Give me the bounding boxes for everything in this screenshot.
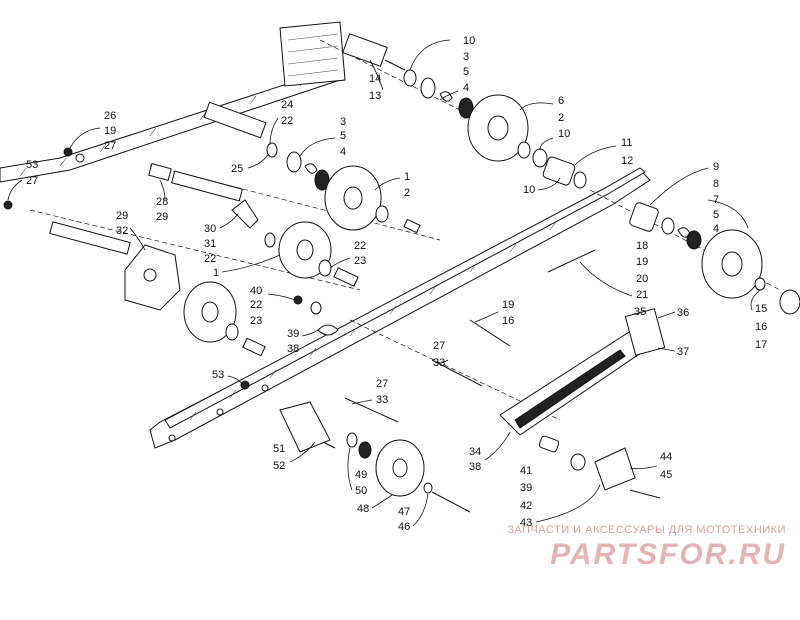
callout: 23 [250,315,262,327]
callout: 1 [213,267,219,279]
callout: 5 [713,209,719,221]
callout: 39 [520,482,532,494]
callout: 36 [677,307,689,319]
callout: 42 [520,500,532,512]
callout: 10 [558,128,570,140]
callout: 4 [463,82,469,94]
callout: 51 [273,443,285,455]
watermark-tagline: ЗАПЧАСТИ И АКСЕССУАРЫ ДЛЯ МОТОТЕХНИКИ [507,524,786,536]
callout: 11 [621,137,632,149]
callout: 3 [340,116,346,128]
callout: 27 [104,140,116,152]
callout: 38 [287,343,299,355]
lower-mid-wheel [240,380,433,497]
callout: 8 [713,178,719,190]
callout: 15 [755,303,767,315]
callout: 34 [469,446,481,458]
torque-arm [499,308,666,436]
callout: 3 [463,51,469,63]
callout: 14 [369,73,381,85]
callout: 22 [281,115,293,127]
callout: 31 [204,238,216,250]
watermark-logo: PARTSFOR.RU [550,538,786,571]
callout: 18 [636,240,648,252]
callout: 19 [104,125,116,137]
callout: 17 [755,339,767,351]
callout: 21 [636,289,648,301]
callout: 48 [357,503,369,515]
callout: 29 [156,211,168,223]
middle-idler-assembly [203,101,421,234]
callout: 19 [636,256,648,268]
callout: 28 [156,196,168,208]
callout: 29 [116,210,128,222]
callout: 40 [250,285,262,297]
callout: 10 [463,35,475,47]
callout: 44 [660,451,672,463]
callout: 43 [520,517,532,529]
callout: 10 [523,184,535,196]
upper-idler-assembly [342,33,548,168]
spacer-group [542,156,587,189]
callout: 5 [463,66,469,78]
callout: 37 [677,346,689,358]
pivot-arm-assembly [124,199,359,311]
callout: 30 [204,223,216,235]
callout: 25 [231,163,243,175]
callout: 22 [354,240,366,252]
callout: 52 [273,460,285,472]
callout: 38 [469,461,481,473]
callout: 22 [204,253,216,265]
callout: 16 [755,321,767,333]
rear-wheel-assembly [629,202,800,315]
callout: 19 [502,299,514,311]
callout: 9 [713,161,719,173]
callout: 27 [376,378,388,390]
callout: 12 [621,155,633,167]
callout: 41 [520,465,532,477]
callout: 32 [116,225,128,237]
lower-rear-parts [538,435,636,491]
callout: 5 [340,130,346,142]
callout: 50 [355,485,367,497]
callout: 16 [502,315,514,327]
callout: 45 [660,469,672,481]
callout-labels: 10 3 5 4 14 13 6 2 10 24 22 3 5 4 25 11 … [7,35,767,533]
bolts [314,249,661,513]
callout: 49 [355,469,367,481]
callout: 20 [636,273,648,285]
callout: 39 [287,328,299,340]
callout: 53 [212,369,224,381]
center-fasteners [293,295,339,336]
callout: 4 [713,223,719,235]
callout: 27 [433,340,445,352]
callout: 22 [250,299,262,311]
rail-upper-section [0,21,346,183]
callout: 33 [376,394,388,406]
callout: 46 [398,521,410,533]
callout: 2 [558,112,564,124]
callout: 13 [369,90,381,102]
watermark: ЗАПЧАСТИ И АКСЕССУАРЫ ДЛЯ МОТОТЕХНИКИ PA… [486,524,786,572]
callout: 47 [398,506,410,518]
callout: 24 [281,99,293,111]
callout: 2 [404,187,410,199]
callout: 7 [713,194,719,206]
callout: 26 [104,110,116,122]
callout: 35 [634,306,646,318]
left-cross-shafts [3,147,243,255]
callout: 23 [354,255,366,267]
callout: 27 [26,175,38,187]
callout: 53 [26,159,38,171]
lower-left-wheel [183,281,266,357]
callout: 4 [340,146,346,158]
callout: 6 [558,95,564,107]
callout: 1 [404,171,410,183]
slide-rail [149,167,651,449]
